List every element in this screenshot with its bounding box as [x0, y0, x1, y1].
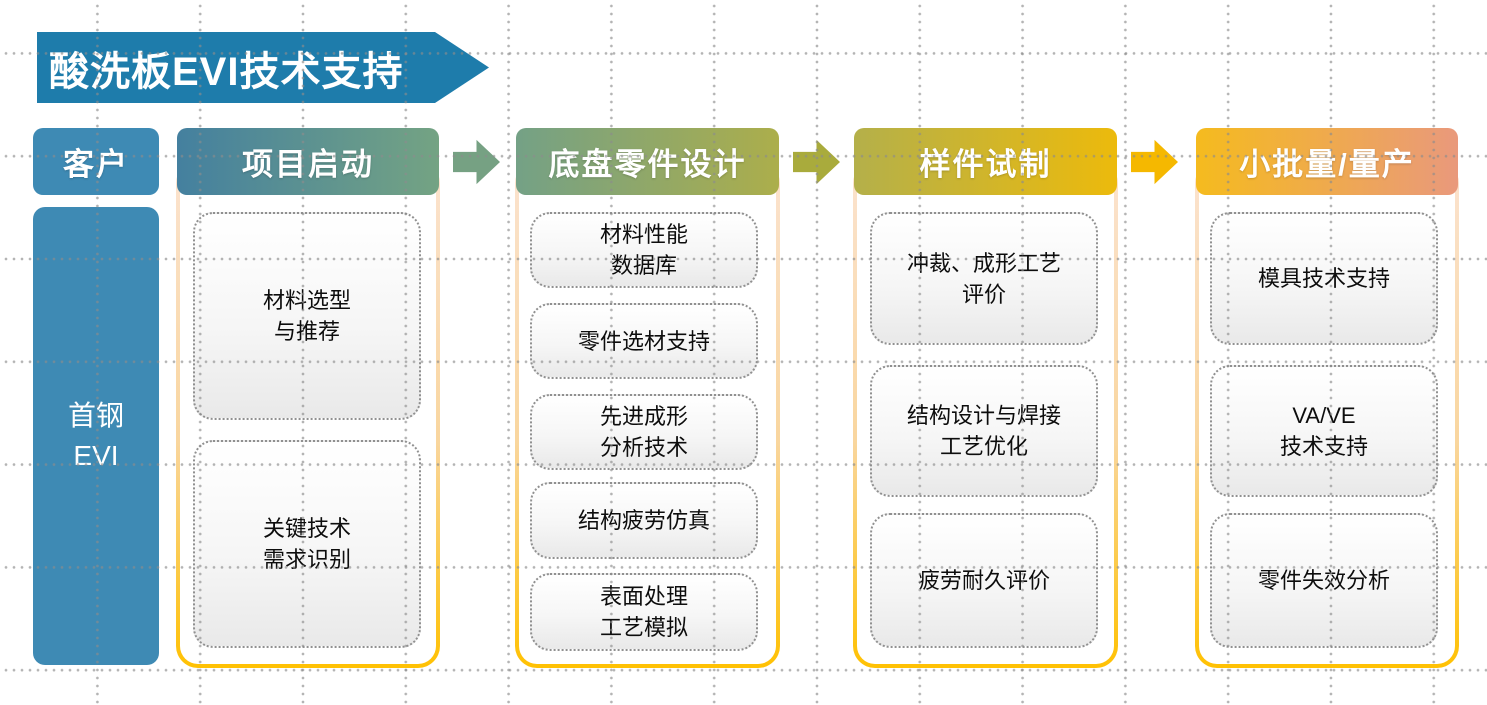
flow-arrow-1-icon [453, 139, 500, 185]
page-title: 酸洗板EVI技术支持 [49, 49, 404, 94]
task-line: 与推荐 [273, 319, 340, 344]
task-line: 模具技术支持 [1257, 266, 1390, 291]
task-line: 工艺优化 [939, 434, 1028, 459]
stage1-header: 项目启动 [177, 128, 439, 195]
task-line: 材料性能 [599, 222, 688, 247]
customer-entity-line1: 首钢 [67, 400, 124, 431]
task-line: 零件失效分析 [1257, 568, 1390, 593]
task-line: 材料选型 [262, 288, 351, 313]
stage4-header: 小批量/量产 [1196, 128, 1458, 195]
task-line: 先进成形 [599, 404, 688, 429]
task-box-process-evaluation: 冲裁、成形工艺 评价 [870, 212, 1098, 345]
stage1-header-label: 项目启动 [242, 147, 374, 182]
task-box-failure-analysis: 零件失效分析 [1210, 513, 1438, 648]
task-box-part-material-support: 零件选材支持 [530, 303, 758, 379]
task-line: 疲劳耐久评价 [917, 568, 1050, 593]
customer-entity-box: 首钢 EVI [33, 207, 159, 665]
customer-header-label: 客户 [63, 147, 129, 182]
stage3-header-label: 样件试制 [919, 147, 1052, 182]
task-line: 评价 [961, 281, 1006, 307]
task-box-surface-treatment: 表面处理 工艺模拟 [530, 573, 758, 651]
stage4-header-label: 小批量/量产 [1239, 147, 1415, 182]
stage2-header: 底盘零件设计 [516, 128, 779, 195]
task-line: 表面处理 [599, 584, 688, 609]
task-line: 零件选材支持 [577, 328, 710, 354]
task-line: 工艺模拟 [599, 615, 688, 640]
customer-entity-line2: EVI [73, 440, 119, 471]
task-box-welding-optimization: 结构设计与焊接 工艺优化 [870, 365, 1098, 497]
flow-arrow-3-icon [1131, 139, 1178, 185]
flow-arrow-2-icon [793, 139, 840, 185]
task-box-material-selection: 材料选型 与推荐 [193, 212, 421, 420]
task-line: 结构设计与焊接 [906, 403, 1061, 428]
task-line: 需求识别 [262, 547, 351, 572]
customer-header: 客户 [33, 128, 159, 195]
task-line: 数据库 [610, 253, 677, 278]
task-line: 冲裁、成形工艺 [906, 250, 1061, 276]
task-box-die-support: 模具技术支持 [1210, 212, 1438, 345]
title-banner: 酸洗板EVI技术支持 [37, 32, 489, 103]
stage3-header: 样件试制 [854, 128, 1117, 195]
task-line: VA/VE [1292, 403, 1356, 428]
task-line: 分析技术 [599, 435, 688, 460]
stage2-header-label: 底盘零件设计 [548, 147, 747, 182]
task-line: 关键技术 [262, 516, 351, 541]
task-line: 技术支持 [1279, 434, 1368, 459]
task-box-key-tech-needs: 关键技术 需求识别 [193, 440, 421, 648]
task-box-forming-analysis: 先进成形 分析技术 [530, 394, 758, 470]
task-box-durability-evaluation: 疲劳耐久评价 [870, 513, 1098, 648]
task-box-material-database: 材料性能 数据库 [530, 212, 758, 288]
task-box-fatigue-simulation: 结构疲劳仿真 [530, 482, 758, 559]
task-line: 结构疲劳仿真 [577, 508, 710, 533]
task-box-vave-support: VA/VE 技术支持 [1210, 365, 1438, 497]
